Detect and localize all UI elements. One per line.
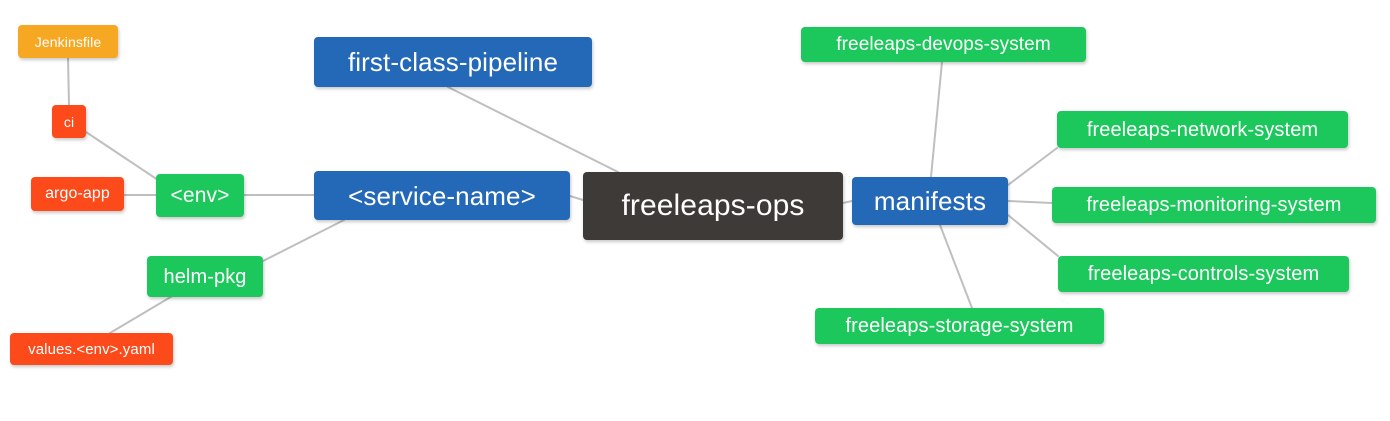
node-label-first-class-pipeline: first-class-pipeline xyxy=(347,47,559,77)
edge-service-name-to-helm-pkg xyxy=(262,219,345,262)
edge-first-class-pipeline-to-freeleaps-ops xyxy=(447,86,619,173)
node-label-service-name: <service-name> xyxy=(348,180,536,211)
node-freeleaps-controls-system[interactable]: freeleaps-controls-system xyxy=(1058,256,1349,292)
node-argo-app[interactable]: argo-app xyxy=(31,177,124,211)
node-manifests[interactable]: manifests xyxy=(852,177,1008,225)
node-label-env: <env> xyxy=(170,184,230,207)
edge-jenkinsfile-to-ci xyxy=(67,57,70,106)
node-label-freeleaps-ops: freeleaps-ops xyxy=(621,189,805,222)
node-values-yaml[interactable]: values.<env>.yaml xyxy=(10,333,173,365)
node-label-freeleaps-storage-system: freeleaps-storage-system xyxy=(845,315,1074,337)
edge-manifests-to-freeleaps-monitoring-system xyxy=(1007,200,1053,204)
node-label-freeleaps-monitoring-system: freeleaps-monitoring-system xyxy=(1086,194,1342,216)
node-label-manifests: manifests xyxy=(873,186,987,216)
node-freeleaps-storage-system[interactable]: freeleaps-storage-system xyxy=(815,308,1104,344)
node-label-helm-pkg: helm-pkg xyxy=(163,265,247,288)
edge-freeleaps-ops-to-manifests xyxy=(842,200,853,204)
edge-service-name-to-freeleaps-ops xyxy=(569,195,584,201)
node-jenkinsfile[interactable]: Jenkinsfile xyxy=(18,25,118,58)
node-service-name[interactable]: <service-name> xyxy=(314,171,570,220)
node-label-argo-app: argo-app xyxy=(45,185,110,202)
node-label-freeleaps-network-system: freeleaps-network-system xyxy=(1086,118,1319,141)
edge-ci-to-env xyxy=(85,131,159,181)
node-label-values-yaml: values.<env>.yaml xyxy=(28,340,155,358)
node-label-ci: ci xyxy=(63,113,75,130)
edge-manifests-to-freeleaps-devops-system xyxy=(930,61,943,178)
node-helm-pkg[interactable]: helm-pkg xyxy=(147,256,263,297)
edge-manifests-to-freeleaps-storage-system xyxy=(939,224,973,309)
node-label-freeleaps-controls-system: freeleaps-controls-system xyxy=(1087,263,1320,285)
node-env[interactable]: <env> xyxy=(156,174,244,217)
edge-helm-pkg-to-values-yaml xyxy=(109,294,175,334)
node-freeleaps-devops-system[interactable]: freeleaps-devops-system xyxy=(801,27,1086,62)
node-ci[interactable]: ci xyxy=(52,105,86,138)
node-freeleaps-network-system[interactable]: freeleaps-network-system xyxy=(1057,111,1348,148)
node-first-class-pipeline[interactable]: first-class-pipeline xyxy=(314,37,592,87)
node-label-freeleaps-devops-system: freeleaps-devops-system xyxy=(836,34,1051,55)
edge-manifests-to-freeleaps-controls-system xyxy=(1007,214,1059,257)
node-freeleaps-monitoring-system[interactable]: freeleaps-monitoring-system xyxy=(1052,187,1376,223)
node-freeleaps-ops[interactable]: freeleaps-ops xyxy=(583,172,843,240)
edge-manifests-to-freeleaps-network-system xyxy=(1007,147,1058,186)
node-label-jenkinsfile: Jenkinsfile xyxy=(34,33,102,50)
